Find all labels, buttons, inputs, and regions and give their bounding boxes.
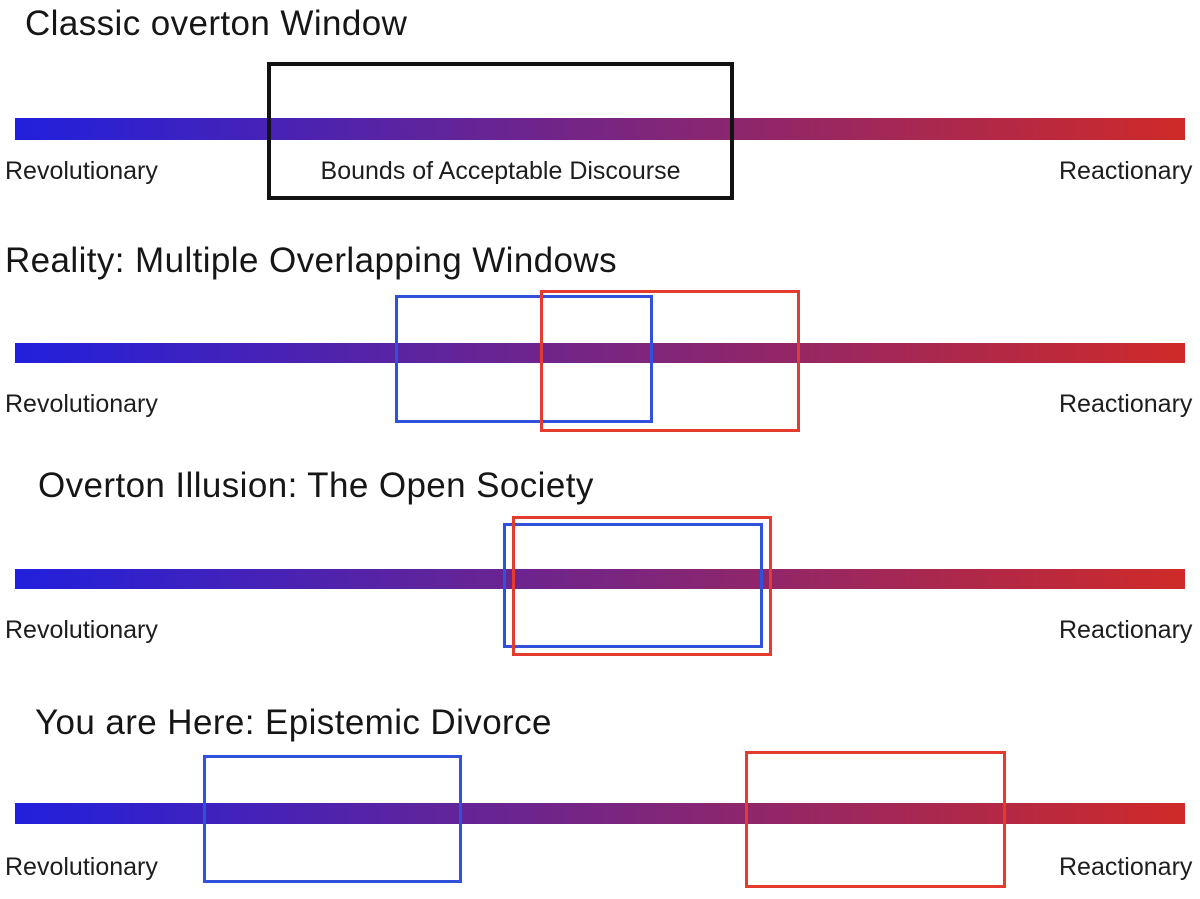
red-window-box	[540, 290, 800, 432]
red-window-box	[512, 516, 772, 656]
right-axis-label: Reactionary	[1059, 157, 1193, 185]
blue-window-box	[395, 295, 653, 423]
overton-window-box	[267, 62, 734, 200]
panel-title: Classic overton Window	[25, 4, 408, 43]
window-label: Bounds of Acceptable Discourse	[320, 157, 681, 185]
left-axis-label: Revolutionary	[5, 157, 158, 185]
blue-window-box	[203, 755, 462, 883]
right-axis-label: Reactionary	[1059, 390, 1193, 418]
political-spectrum-bar	[15, 569, 1185, 589]
left-axis-label: Revolutionary	[5, 390, 158, 418]
left-axis-label: Revolutionary	[5, 616, 158, 644]
panel-title: Reality: Multiple Overlapping Windows	[5, 241, 617, 280]
panel-title: Overton Illusion: The Open Society	[38, 466, 594, 505]
right-axis-label: Reactionary	[1059, 853, 1193, 881]
left-axis-label: Revolutionary	[5, 853, 158, 881]
red-window-box	[745, 751, 1006, 888]
blue-window-box	[503, 523, 763, 648]
right-axis-label: Reactionary	[1059, 616, 1193, 644]
panel-title: You are Here: Epistemic Divorce	[35, 703, 552, 742]
political-spectrum-bar	[15, 343, 1185, 363]
political-spectrum-bar	[15, 803, 1185, 824]
political-spectrum-bar	[15, 118, 1185, 140]
